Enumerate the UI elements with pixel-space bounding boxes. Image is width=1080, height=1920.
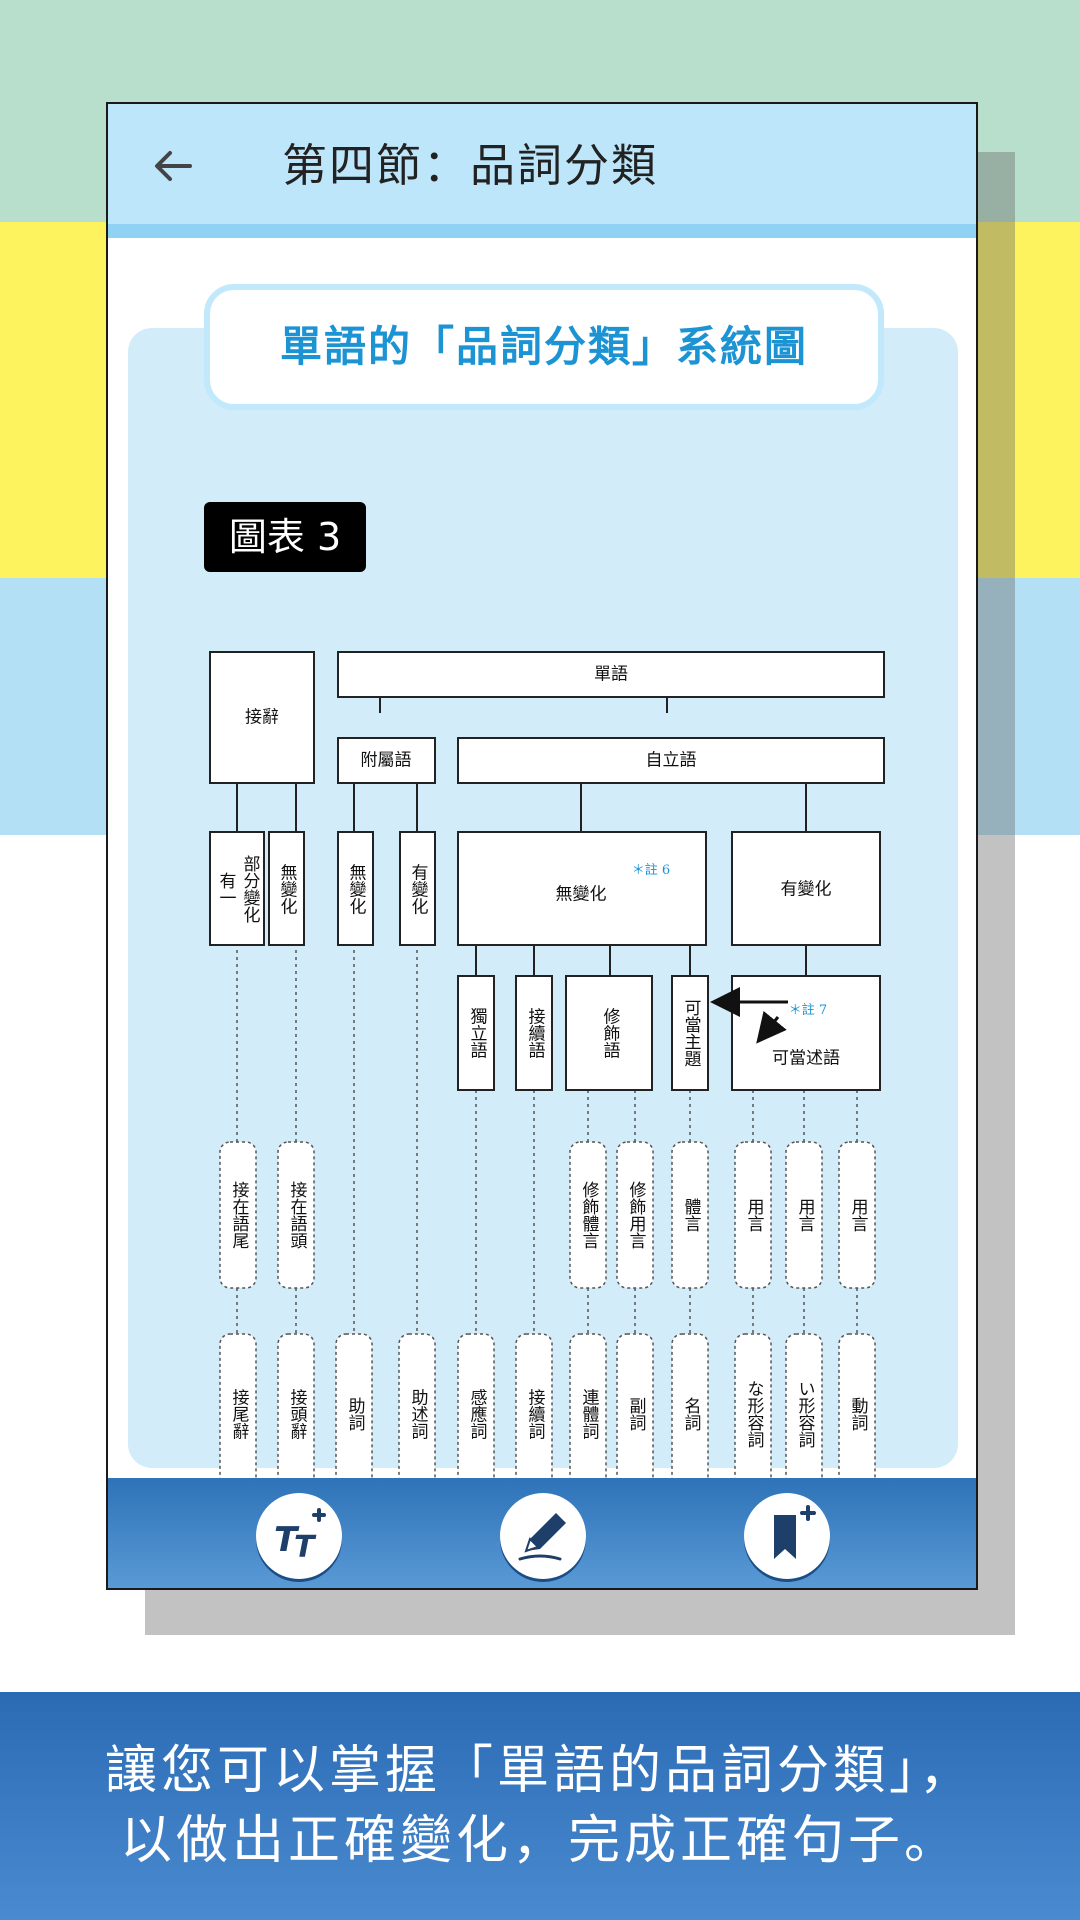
svg-text:T: T — [294, 1530, 317, 1565]
node-subject: 可當主題 — [681, 999, 702, 1067]
node-affix: 接辭 — [245, 708, 279, 728]
node-affix-none: 無變化 — [277, 863, 298, 914]
bottom-toolbar: T T — [108, 1478, 976, 1588]
pos-adnominal: 連體詞 — [579, 1388, 600, 1439]
dotted-connectors — [236, 950, 858, 1334]
pencil-icon — [518, 1513, 566, 1561]
pos-pills — [219, 1333, 876, 1478]
node-no-inflection: 無變化 — [556, 885, 607, 905]
node-affix-partial-b: 部分變化 — [240, 855, 261, 923]
role-substantive: 體言 — [681, 1198, 702, 1232]
role-pills — [219, 1141, 876, 1289]
part-of-speech-diagram: 單語 接辭 附屬語 自立語 無變化 有變化 可當述語 ＊註 6 ＊註 7 有一 … — [209, 651, 885, 1478]
node-conjunctive: 接續語 — [525, 1007, 546, 1058]
promo-text-line1: 讓您可以掌握「單語的品詞分類」， — [104, 1741, 975, 1801]
role-mod-noun: 修飾體言 — [579, 1181, 600, 1249]
pen-button[interactable] — [500, 1493, 586, 1579]
device-screen: 第四節：品詞分類 單語的「品詞分類」系統圖 圖表 3 — [106, 102, 978, 1590]
node-predicate: 可當述語 — [772, 1049, 840, 1069]
app-header: 第四節：品詞分類 — [108, 104, 976, 238]
promo-footer: 讓您可以掌握「單語的品詞分類」， 以做出正確變化，完成正確句子。 — [0, 1692, 1080, 1920]
text-size-button[interactable]: T T — [256, 1493, 342, 1579]
node-modifier: 修飾語 — [600, 1007, 621, 1058]
pos-suffix: 接尾辭 — [229, 1388, 250, 1439]
note7-arrow — [756, 1010, 787, 1044]
chart-label: 圖表 3 — [204, 502, 366, 572]
node-root: 單語 — [594, 665, 628, 685]
node-has-inflection: 有變化 — [781, 880, 832, 900]
pos-na-adj: な形容詞 — [744, 1380, 765, 1448]
node-independent: 自立語 — [646, 751, 697, 771]
role-mod-verb: 修飾用言 — [626, 1181, 647, 1249]
diagram-title: 單語的「品詞分類」系統圖 — [279, 322, 808, 371]
pos-verb: 動詞 — [848, 1397, 869, 1431]
node-dependent: 附屬語 — [361, 751, 412, 771]
pos-particle: 助詞 — [345, 1397, 366, 1431]
diagram-boxes — [209, 651, 885, 1091]
arrow-left-icon[interactable] — [150, 144, 194, 188]
pos-interjection: 感應詞 — [467, 1388, 488, 1439]
role-suffix-pos: 接在語尾 — [229, 1181, 250, 1249]
pos-noun: 名詞 — [681, 1397, 702, 1431]
text-size-plus-icon: T T — [274, 1508, 326, 1565]
connector-lines — [236, 675, 807, 976]
node-affix-partial-a: 有一 — [216, 872, 237, 906]
role-predicate-3: 用言 — [848, 1198, 869, 1232]
note7-label: ＊註 7 — [789, 1003, 827, 1018]
promo-text-line2: 以做出正確變化，完成正確句子。 — [119, 1811, 960, 1871]
node-dep-has: 有變化 — [408, 863, 429, 914]
node-dep-none: 無變化 — [346, 863, 367, 914]
pos-prefix: 接頭辭 — [287, 1388, 308, 1439]
role-predicate-1: 用言 — [744, 1198, 765, 1232]
bookmark-button[interactable] — [744, 1493, 830, 1579]
pos-conjunction: 接續詞 — [525, 1388, 546, 1439]
page-title: 第四節：品詞分類 — [282, 139, 659, 192]
svg-text:T: T — [274, 1520, 300, 1560]
bookmark-plus-icon — [774, 1505, 816, 1559]
role-predicate-2: 用言 — [795, 1198, 816, 1232]
pos-i-adj: い形容詞 — [795, 1380, 816, 1448]
pos-adverb: 副詞 — [626, 1397, 647, 1431]
pos-aux: 助述詞 — [408, 1388, 429, 1439]
diagram-title-badge: 單語的「品詞分類」系統圖 — [204, 284, 884, 410]
role-prefix-pos: 接在語頭 — [287, 1181, 308, 1249]
node-standalone: 獨立語 — [467, 1007, 488, 1058]
note6-label: ＊註 6 — [632, 863, 670, 878]
